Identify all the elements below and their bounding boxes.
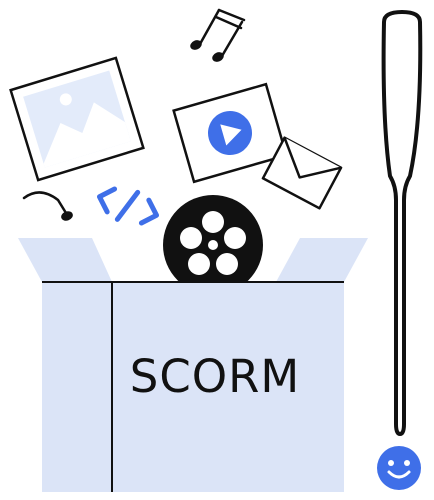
box-label: SCORM bbox=[129, 350, 301, 403]
smiley-icon bbox=[377, 446, 421, 490]
video-play-icon bbox=[172, 82, 288, 184]
progress-indicator bbox=[381, 10, 423, 436]
music-note-icon bbox=[22, 191, 73, 221]
film-reel-icon bbox=[163, 195, 263, 295]
box-front-panel bbox=[112, 283, 344, 491]
music-note-icon bbox=[190, 8, 246, 62]
photo-icon bbox=[9, 56, 145, 182]
envelope-icon bbox=[261, 136, 343, 210]
code-icon bbox=[96, 186, 160, 226]
